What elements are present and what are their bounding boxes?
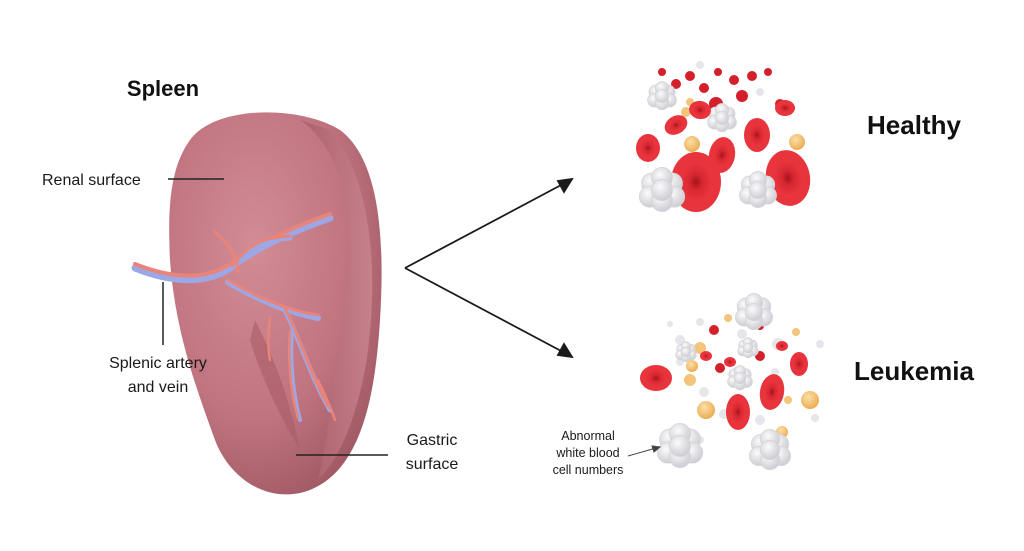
small-cell bbox=[685, 71, 695, 81]
small-cell bbox=[755, 415, 765, 425]
red-blood-cell bbox=[664, 115, 688, 135]
red-blood-cell bbox=[640, 365, 672, 391]
small-cell bbox=[737, 329, 747, 339]
small-cell bbox=[684, 374, 696, 386]
renal-surface-label: Renal surface bbox=[42, 172, 141, 189]
small-cell bbox=[724, 314, 732, 322]
small-cell bbox=[784, 396, 792, 404]
branch-arrows bbox=[404, 177, 574, 359]
red-blood-cell bbox=[689, 100, 711, 120]
abnormal-label-line2: white blood bbox=[555, 446, 619, 460]
platelet bbox=[686, 360, 698, 372]
small-cell bbox=[681, 107, 691, 117]
small-cell bbox=[709, 325, 719, 335]
small-cell bbox=[771, 368, 779, 376]
small-cell bbox=[696, 318, 704, 326]
healthy-blood-cells bbox=[636, 61, 811, 212]
small-cell bbox=[729, 75, 739, 85]
small-cell bbox=[667, 321, 673, 327]
red-blood-cell bbox=[790, 352, 808, 376]
small-cell bbox=[747, 71, 757, 81]
small-cell bbox=[736, 90, 748, 102]
small-cell bbox=[699, 83, 709, 93]
small-cell bbox=[811, 414, 819, 422]
red-blood-cell bbox=[700, 351, 712, 361]
white-blood-cell bbox=[739, 171, 777, 209]
small-cell bbox=[792, 328, 800, 336]
red-blood-cell bbox=[724, 357, 736, 367]
spleen-fold bbox=[300, 120, 373, 480]
white-blood-cell bbox=[737, 337, 759, 359]
spleen-hilum bbox=[250, 320, 300, 450]
white-blood-cell bbox=[647, 81, 677, 111]
splenic-label-line2: and vein bbox=[128, 379, 189, 396]
healthy-title: Healthy bbox=[867, 110, 961, 140]
splenic-label-line1: Splenic artery bbox=[109, 355, 207, 372]
platelet bbox=[697, 401, 715, 419]
red-blood-cell bbox=[744, 118, 770, 152]
white-blood-cell bbox=[707, 103, 737, 133]
abnormal-label-line3: cell numbers bbox=[553, 463, 624, 477]
gastric-label-line2: surface bbox=[406, 456, 459, 473]
small-cell bbox=[694, 342, 706, 354]
splenic-vessels bbox=[131, 212, 337, 422]
red-blood-cell bbox=[776, 341, 788, 351]
small-cell bbox=[756, 88, 764, 96]
white-blood-cell bbox=[735, 293, 773, 331]
spleen-organ bbox=[131, 112, 382, 495]
small-cell bbox=[696, 61, 704, 69]
red-blood-cell bbox=[636, 134, 660, 162]
small-cell bbox=[816, 340, 824, 348]
small-cell bbox=[764, 68, 772, 76]
red-blood-cell bbox=[759, 374, 785, 410]
leukemia-title: Leukemia bbox=[854, 356, 974, 386]
platelet bbox=[684, 136, 700, 152]
abnormal-pointer bbox=[627, 445, 662, 457]
white-blood-cell bbox=[675, 341, 697, 363]
platelet bbox=[801, 391, 819, 409]
white-blood-cell bbox=[727, 365, 753, 391]
white-blood-cell bbox=[638, 166, 686, 212]
abnormal-label-line1: Abnormal bbox=[561, 429, 615, 443]
small-cell bbox=[715, 363, 725, 373]
red-blood-cell bbox=[765, 150, 811, 206]
spleen-title: Spleen bbox=[127, 76, 199, 101]
small-cell bbox=[714, 68, 722, 76]
white-blood-cell bbox=[749, 428, 792, 470]
platelet bbox=[789, 134, 805, 150]
white-blood-cell bbox=[656, 422, 704, 468]
small-cell bbox=[671, 79, 681, 89]
red-blood-cell bbox=[775, 100, 795, 116]
gastric-label-line1: Gastric bbox=[407, 432, 458, 449]
small-cell bbox=[658, 68, 666, 76]
small-cell bbox=[675, 335, 685, 345]
leukemia-blood-cells bbox=[640, 293, 824, 470]
small-cell bbox=[699, 387, 709, 397]
red-blood-cell bbox=[726, 394, 750, 430]
